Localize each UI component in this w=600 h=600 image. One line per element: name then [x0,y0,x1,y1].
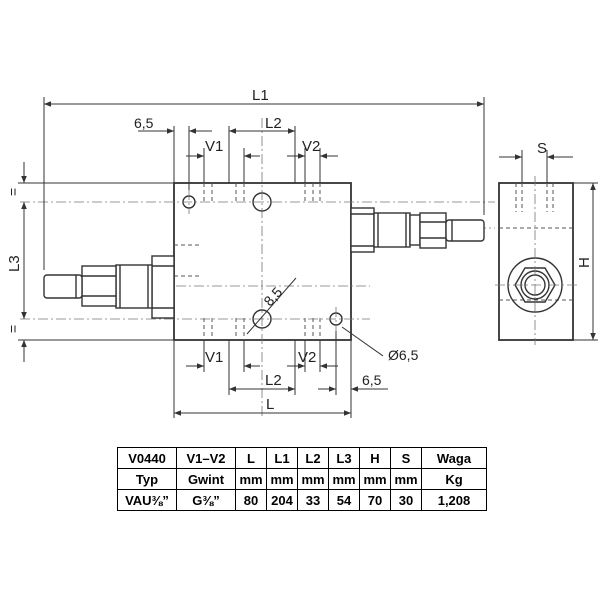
spec-cell: VAU⅜” [117,489,177,511]
right-fitting [350,207,485,253]
label-h: H [576,257,593,268]
port-bottom [252,309,272,329]
label-l3: L3 [6,255,23,272]
side-view [495,176,580,345]
spec-cell: 30 [390,489,422,511]
spec-cell: mm [266,468,298,490]
valve-body [173,182,352,341]
label-l2-bottom: L2 [265,372,282,389]
spec-cell: S [390,447,422,469]
hole-leader [341,326,384,357]
side-body [498,182,574,341]
label-6-5-top: 6,5 [134,115,154,131]
label-eq-top: = [5,188,21,196]
label-l: L [266,396,274,413]
spec-cell: Gwint [176,468,236,490]
spec-cell: Kg [421,468,487,490]
spec-cell: 70 [359,489,391,511]
label-v2-bottom: V2 [298,349,316,366]
spec-cell: 204 [266,489,298,511]
spec-cell: mm [390,468,422,490]
dimensions-front [18,97,485,418]
spec-cell: mm [359,468,391,490]
spec-cell: 54 [328,489,360,511]
spec-cell: Typ [117,468,177,490]
dim-line-8-5 [246,277,297,335]
label-v2-top: V2 [302,138,320,155]
spec-cell: 33 [297,489,329,511]
left-fitting [43,255,175,319]
label-l2-top: L2 [265,115,282,132]
label-6-5-bottom: 6,5 [362,372,382,388]
label-v1-top: V1 [205,138,223,155]
spec-cell: mm [235,468,267,490]
label-hole-diameter: Ø6,5 [388,347,419,363]
spec-cell: G⅜” [176,489,236,511]
spec-cell: H [359,447,391,469]
spec-cell: 80 [235,489,267,511]
label-v1-bottom: V1 [205,349,223,366]
spec-header-row: V0440 V1–V2 L L1 L2 L3 H S Waga [117,447,487,469]
dimensions-side [499,150,598,341]
spec-units-row: Typ Gwint mm mm mm mm mm mm Kg [117,468,487,490]
spec-cell: L [235,447,267,469]
spec-cell: V0440 [117,447,177,469]
label-l1: L1 [252,87,269,104]
spec-cell: 1,208 [421,489,487,511]
hidden-bores [174,183,321,340]
spec-cell: L3 [328,447,360,469]
spec-cell: mm [297,468,329,490]
front-view [20,118,495,418]
spec-table: V0440 V1–V2 L L1 L2 L3 H S Waga Typ Gwin… [117,447,487,511]
spec-values-row: VAU⅜” G⅜” 80 204 33 54 70 30 1,208 [117,489,487,511]
label-eq-bottom: = [5,325,21,333]
label-s: S [537,140,547,157]
spec-cell: L2 [297,447,329,469]
spec-cell: Waga [421,447,487,469]
spec-cell: V1–V2 [176,447,236,469]
spec-cell: mm [328,468,360,490]
spec-cell: L1 [266,447,298,469]
